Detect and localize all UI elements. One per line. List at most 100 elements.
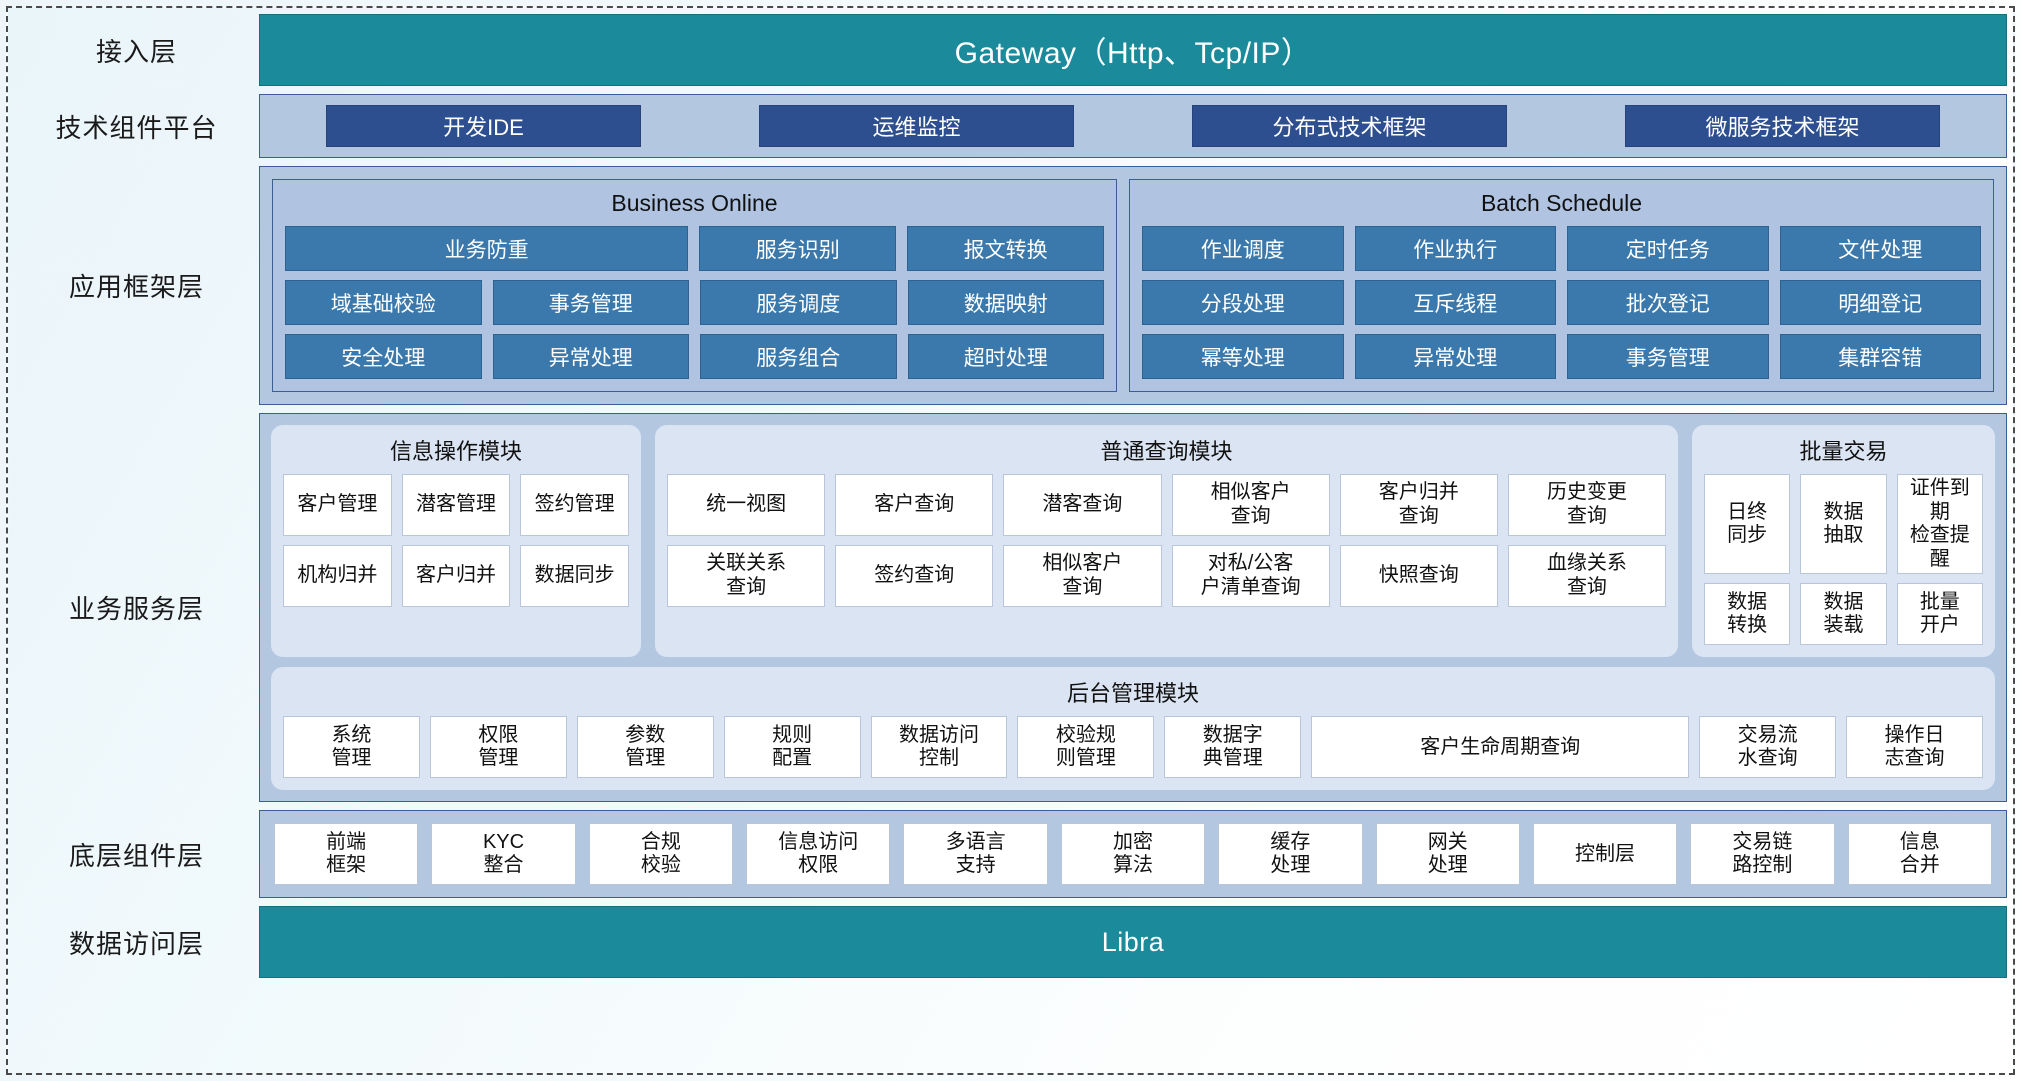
service-module-title: 后台管理模块 xyxy=(1066,681,1199,707)
component-cell[interactable]: 合规 校验 xyxy=(588,823,734,886)
service-cell[interactable]: 血缘关系 查询 xyxy=(1507,545,1667,607)
service-cell[interactable]: 校验规 则管理 xyxy=(1017,716,1155,779)
service-cell[interactable]: 签约查询 xyxy=(835,545,994,607)
service-band-bottom: 后台管理模块 系统 管理 权限 管理 参数 管理 规则 配置 数据访问 控制 校… xyxy=(271,667,1995,791)
framework-cell[interactable]: 事务管理 xyxy=(492,280,689,325)
service-cell[interactable]: 批量 开户 xyxy=(1896,583,1983,646)
service-module-grid: 系统 管理 权限 管理 参数 管理 规则 配置 数据访问 控制 校验规 则管理 … xyxy=(283,716,1983,779)
service-cell[interactable]: 证件到期 检查提醒 xyxy=(1896,474,1983,575)
service-module-title: 普通查询模块 xyxy=(1100,439,1233,464)
service-row: 关联关系 查询 签约查询 相似客户 查询 对私/公客 户清单查询 快照查询 血缘… xyxy=(667,545,1667,607)
service-cell[interactable]: 客户归并 查询 xyxy=(1339,474,1498,536)
tech-chip-ide[interactable]: 开发IDE xyxy=(326,105,641,147)
framework-cell[interactable]: 服务组合 xyxy=(700,334,897,379)
service-band-top: 信息操作模块 客户管理 潜客管理 签约管理 机构归并 客户归并 xyxy=(271,425,1995,658)
framework-cell[interactable]: 域基础校验 xyxy=(285,280,482,325)
tech-chip-microservice-framework[interactable]: 微服务技术框架 xyxy=(1625,105,1940,147)
service-cell[interactable]: 数据字 典管理 xyxy=(1164,716,1302,779)
service-cell[interactable]: 数据 抽取 xyxy=(1800,474,1887,575)
service-cell[interactable]: 机构归并 xyxy=(283,545,392,607)
framework-cell[interactable]: 明细登记 xyxy=(1779,280,1981,325)
service-module-common-query: 普通查询模块 统一视图 客户查询 潜客查询 相似客户 查询 客户归并 查询 历史… xyxy=(655,425,1678,658)
tech-chip-ops-monitor[interactable]: 运维监控 xyxy=(759,105,1074,147)
component-cell[interactable]: 信息访问 权限 xyxy=(746,823,891,886)
service-cell[interactable]: 操作日 志查询 xyxy=(1846,716,1983,779)
layer-body-access: Gateway（Http、Tcp/IP） xyxy=(259,14,2007,86)
framework-cell[interactable]: 批次登记 xyxy=(1567,280,1769,325)
service-module-grid: 统一视图 客户查询 潜客查询 相似客户 查询 客户归并 查询 历史变更 查询 关… xyxy=(667,474,1667,607)
service-cell[interactable]: 客户生命周期查询 xyxy=(1311,716,1690,779)
component-cell[interactable]: 交易链 路控制 xyxy=(1690,823,1835,886)
framework-cell[interactable]: 超时处理 xyxy=(907,334,1104,379)
service-cell[interactable]: 客户归并 xyxy=(401,545,511,607)
component-cell[interactable]: 多语言 支持 xyxy=(903,823,1048,886)
framework-cell[interactable]: 数据映射 xyxy=(907,280,1104,325)
component-cell[interactable]: 加密 算法 xyxy=(1060,823,1206,886)
layer-stack: 接入层 Gateway（Http、Tcp/IP） 技术组件平台 开发IDE 运维… xyxy=(14,14,2007,979)
framework-cell[interactable]: 服务识别 xyxy=(699,226,897,271)
framework-cell[interactable]: 服务调度 xyxy=(700,280,897,325)
framework-cell[interactable]: 事务管理 xyxy=(1567,334,1769,379)
service-cell[interactable]: 客户管理 xyxy=(283,474,392,536)
service-cell[interactable]: 统一视图 xyxy=(667,474,826,536)
service-cell[interactable]: 系统 管理 xyxy=(283,716,420,779)
service-cell[interactable]: 数据 装载 xyxy=(1800,583,1887,646)
service-cell[interactable]: 快照查询 xyxy=(1339,545,1498,607)
framework-cell[interactable]: 安全处理 xyxy=(285,334,482,379)
framework-cell[interactable]: 定时任务 xyxy=(1567,226,1769,271)
service-cell[interactable]: 权限 管理 xyxy=(429,716,567,779)
layer-body-data-access: Libra xyxy=(259,906,2007,979)
service-cell[interactable]: 日终 同步 xyxy=(1704,474,1791,575)
business-service-panel: 信息操作模块 客户管理 潜客管理 签约管理 机构归并 客户归并 xyxy=(259,413,2007,803)
service-module-grid: 客户管理 潜客管理 签约管理 机构归并 客户归并 数据同步 xyxy=(283,474,630,607)
service-cell[interactable]: 数据访问 控制 xyxy=(870,716,1008,779)
framework-cell[interactable]: 异常处理 xyxy=(1354,334,1556,379)
service-cell[interactable]: 关联关系 查询 xyxy=(667,545,826,607)
layer-label-data-access: 数据访问层 xyxy=(68,928,204,959)
component-cell[interactable]: 缓存 处理 xyxy=(1218,823,1363,886)
gateway-bar[interactable]: Gateway（Http、Tcp/IP） xyxy=(259,14,2007,86)
service-cell[interactable]: 签约管理 xyxy=(520,474,630,536)
service-cell[interactable]: 潜客查询 xyxy=(1003,474,1162,536)
service-cell[interactable]: 数据同步 xyxy=(520,545,630,607)
framework-cell[interactable]: 互斥线程 xyxy=(1354,280,1556,325)
layer-label-tech-platform: 技术组件平台 xyxy=(55,112,218,143)
service-module-backend-admin: 后台管理模块 系统 管理 权限 管理 参数 管理 规则 配置 数据访问 控制 校… xyxy=(271,667,1995,791)
service-row: 统一视图 客户查询 潜客查询 相似客户 查询 客户归并 查询 历史变更 查询 xyxy=(667,474,1667,536)
service-cell[interactable]: 规则 配置 xyxy=(723,716,861,779)
service-cell[interactable]: 相似客户 查询 xyxy=(1171,474,1330,536)
framework-cell[interactable]: 报文转换 xyxy=(907,226,1104,271)
service-cell[interactable]: 参数 管理 xyxy=(576,716,714,779)
framework-cell[interactable]: 异常处理 xyxy=(492,334,689,379)
component-cell[interactable]: KYC 整合 xyxy=(431,823,576,886)
framework-cell[interactable]: 作业调度 xyxy=(1142,226,1344,271)
layer-row-data-access: 数据访问层 Libra xyxy=(14,906,2007,979)
tech-chip-distributed-framework[interactable]: 分布式技术框架 xyxy=(1192,105,1507,147)
component-cell[interactable]: 控制层 xyxy=(1532,823,1678,886)
framework-row: 域基础校验 事务管理 服务调度 数据映射 xyxy=(285,280,1104,325)
service-cell[interactable]: 交易流 水查询 xyxy=(1699,716,1837,779)
service-cell[interactable]: 数据 转换 xyxy=(1704,583,1791,646)
service-row: 日终 同步 数据 抽取 证件到期 检查提醒 xyxy=(1704,474,1983,575)
framework-cell[interactable]: 作业执行 xyxy=(1354,226,1556,271)
service-row: 数据 转换 数据 装载 批量 开户 xyxy=(1704,583,1983,646)
layer-row-base-components: 底层组件层 前端 框架 KYC 整合 合规 校验 信息访问 权限 多语言 支持 … xyxy=(14,810,2007,899)
framework-cell[interactable]: 业务防重 xyxy=(285,226,689,271)
service-cell[interactable]: 客户查询 xyxy=(835,474,994,536)
framework-cell[interactable]: 文件处理 xyxy=(1779,226,1981,271)
service-cell[interactable]: 相似客户 查询 xyxy=(1003,545,1162,607)
component-cell[interactable]: 信息 合并 xyxy=(1847,823,1992,886)
framework-group-business-online: Business Online 业务防重 服务识别 报文转换 域基础校验 事务管… xyxy=(272,179,1117,392)
component-cell[interactable]: 前端 框架 xyxy=(274,823,419,886)
framework-cell[interactable]: 分段处理 xyxy=(1142,280,1344,325)
framework-row: 安全处理 异常处理 服务组合 超时处理 xyxy=(285,334,1104,379)
service-cell[interactable]: 潜客管理 xyxy=(401,474,511,536)
layer-label-business-service: 业务服务层 xyxy=(68,594,204,625)
service-cell[interactable]: 历史变更 查询 xyxy=(1507,474,1667,536)
framework-cell[interactable]: 集群容错 xyxy=(1779,334,1981,379)
component-cell[interactable]: 网关 处理 xyxy=(1375,823,1520,886)
libra-bar[interactable]: Libra xyxy=(259,906,2007,979)
service-cell[interactable]: 对私/公客 户清单查询 xyxy=(1171,545,1330,607)
framework-cell[interactable]: 幂等处理 xyxy=(1142,334,1344,379)
framework-row: 业务防重 服务识别 报文转换 xyxy=(285,226,1104,271)
